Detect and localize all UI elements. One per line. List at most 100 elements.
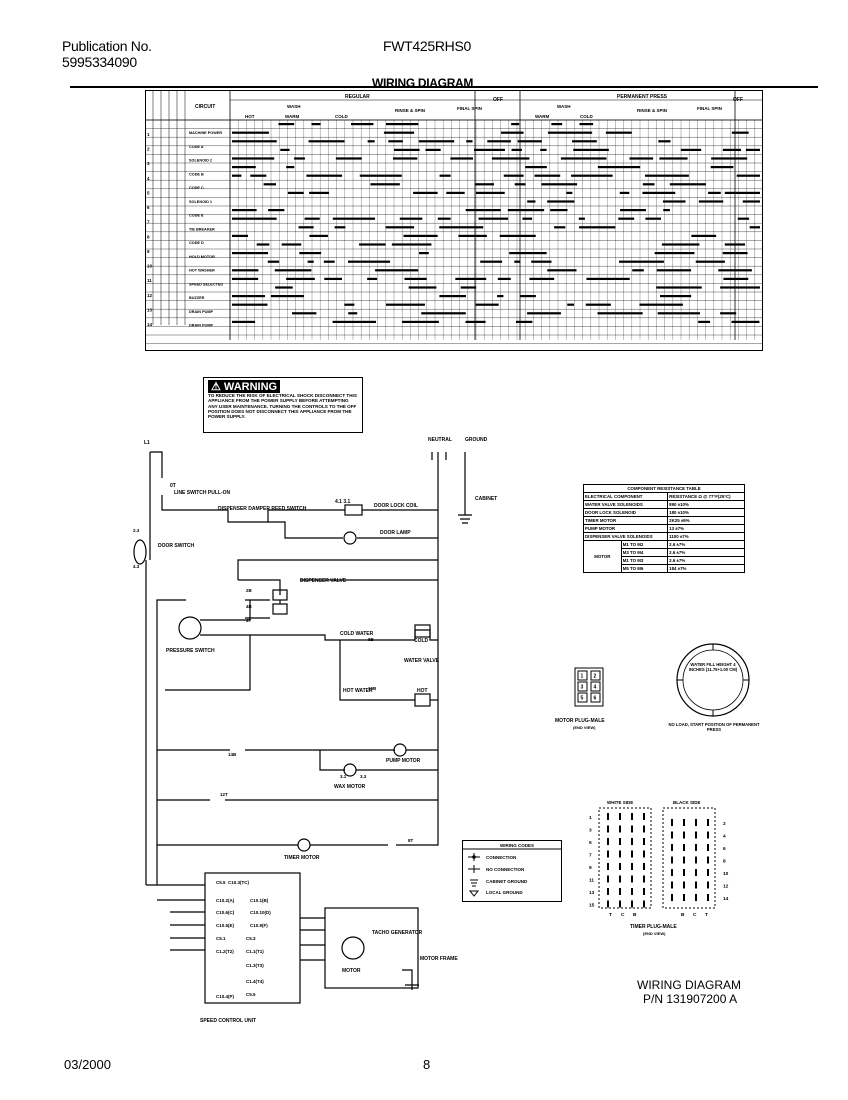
timer-plug-contact bbox=[671, 869, 673, 876]
circuit-label: BUZZER bbox=[189, 296, 205, 300]
motor-cell: MOTOR bbox=[583, 540, 622, 573]
table-cell: M1 TO M3 bbox=[620, 556, 669, 565]
contact-bar bbox=[232, 320, 256, 323]
scu-terminal: C10.10(D) bbox=[250, 910, 271, 915]
timer-plug-contact bbox=[631, 888, 633, 895]
timer-plug-contact bbox=[619, 900, 621, 908]
timer-plug-contact bbox=[707, 831, 709, 839]
timer-plug-contact bbox=[631, 838, 633, 845]
timer-plug-contact bbox=[643, 875, 645, 883]
circuit-label: SPEED SELECTED bbox=[189, 282, 223, 286]
contact-bar bbox=[619, 260, 664, 263]
timer-plug-contact bbox=[619, 850, 621, 858]
contact-bar bbox=[367, 140, 375, 143]
timer-plug-contact bbox=[607, 863, 609, 870]
contact-bar bbox=[232, 140, 277, 143]
scu-terminal: C5.3 bbox=[246, 936, 256, 941]
contact-bar bbox=[527, 312, 561, 315]
wash-header-1: WASH bbox=[287, 104, 301, 109]
diagram-title: WIRING DIAGRAM bbox=[372, 76, 474, 90]
contact-bar bbox=[662, 200, 686, 203]
timer-plug-contact bbox=[695, 894, 697, 901]
contact-bar bbox=[550, 209, 568, 212]
contact-bar bbox=[359, 174, 402, 177]
circuit-label: HOT WASHER bbox=[189, 269, 215, 273]
timer-plug-pin-number: 2 bbox=[723, 821, 726, 827]
contact-bar bbox=[642, 191, 676, 194]
timer-plug-pin-number: 14 bbox=[723, 896, 729, 902]
code-no-connection: NO CONNECTION bbox=[486, 867, 524, 872]
timer-plug-column-label: C bbox=[621, 912, 625, 918]
contact-bar bbox=[281, 243, 302, 246]
wash-header-2: WASH bbox=[557, 104, 571, 109]
contact-bar bbox=[514, 260, 521, 263]
table-cell: M3 TO M4 bbox=[620, 548, 669, 557]
contact-bar bbox=[639, 303, 683, 306]
timer-plug-contact bbox=[607, 825, 609, 833]
terminal-label: 10B bbox=[368, 686, 377, 691]
timer-plug-pin-number: 12 bbox=[723, 884, 729, 890]
table-cell: 184 ±7% bbox=[667, 564, 745, 573]
contact-bar bbox=[475, 303, 499, 306]
contact-bar bbox=[491, 157, 530, 160]
scu-terminal: C5.5 bbox=[246, 992, 256, 997]
contact-bar bbox=[367, 277, 378, 280]
timer-plug-contact bbox=[707, 894, 709, 901]
contact-bar bbox=[711, 157, 748, 160]
contact-bar bbox=[232, 295, 265, 298]
motor-plug-pin-label: 5 bbox=[581, 696, 584, 702]
scu-terminal: C10.4(P) bbox=[216, 994, 235, 999]
contact-bar bbox=[529, 277, 555, 280]
contact-bar bbox=[691, 234, 717, 237]
timer-plug-contact bbox=[643, 850, 645, 858]
terminal-label: 2.3 bbox=[133, 528, 140, 533]
scu-terminal: C10.9(F) bbox=[250, 923, 268, 928]
scu-terminal: C10.2(A) bbox=[216, 898, 235, 903]
warm-header-2: WARM bbox=[535, 114, 549, 119]
l1-label: L1 bbox=[144, 440, 150, 446]
footer-date: 03/2000 bbox=[64, 1057, 111, 1072]
rinse-spin-header-2: RINSE & SPIN bbox=[637, 108, 667, 113]
contact-bar bbox=[286, 166, 295, 169]
timer-plug-contact bbox=[707, 819, 709, 826]
timer-plug-contact bbox=[631, 863, 633, 870]
timer-plug-contact bbox=[683, 831, 685, 839]
contact-bar bbox=[458, 234, 487, 237]
timer-plug-pin-number: 8 bbox=[723, 859, 726, 865]
contact-bar bbox=[475, 191, 505, 194]
contact-bar bbox=[566, 191, 573, 194]
contact-bar bbox=[308, 140, 345, 143]
contact-bar bbox=[324, 277, 343, 280]
row-number: 9 bbox=[147, 249, 150, 254]
hot-header: HOT bbox=[245, 114, 255, 119]
contact-bar bbox=[572, 140, 597, 143]
contact-bar bbox=[710, 166, 734, 169]
contact-bar bbox=[597, 312, 643, 315]
contact-bar bbox=[501, 131, 524, 134]
contact-bar bbox=[654, 252, 695, 255]
row-number: 12 bbox=[147, 293, 153, 298]
contact-bar bbox=[663, 209, 670, 212]
circuit-label: CODE A bbox=[189, 145, 204, 149]
table-cell: WATER VALVE SOLENOIDS bbox=[582, 500, 669, 509]
contact-bar bbox=[698, 200, 724, 203]
contact-bar bbox=[527, 200, 536, 203]
warm-header-1: WARM bbox=[285, 114, 299, 119]
contact-bar bbox=[718, 269, 752, 272]
motor-plug-pin bbox=[590, 681, 601, 692]
contact-bar bbox=[567, 303, 574, 306]
circuit-label: TIE BREAKER bbox=[189, 227, 215, 231]
contact-bar bbox=[304, 217, 320, 220]
timer-plug-column-label: C bbox=[693, 912, 697, 918]
door-lock-coil-label: DOOR LOCK COIL bbox=[374, 503, 418, 509]
timer-plug-contact bbox=[671, 856, 673, 864]
row-number: 13 bbox=[147, 307, 153, 312]
contact-bar bbox=[351, 123, 374, 126]
contact-bar bbox=[585, 303, 611, 306]
motor-label: MOTOR bbox=[342, 968, 361, 974]
contact-bar bbox=[522, 217, 533, 220]
contact-bar bbox=[708, 191, 721, 194]
motor-plug-pin bbox=[590, 692, 601, 703]
motor-plug-sub: (END VIEW) bbox=[573, 725, 596, 730]
